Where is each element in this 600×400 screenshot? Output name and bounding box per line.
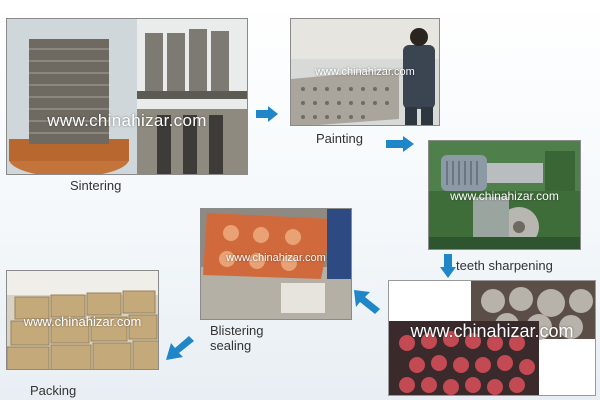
watermark: www.chinahizar.com [47, 111, 207, 130]
step-label-packing: Packing [30, 383, 77, 398]
watermark: www.chinahizar.com [23, 314, 142, 329]
teeth-sharpening-photo-art [429, 141, 580, 249]
watermark: www.chinahizar.com [450, 189, 559, 203]
arrow-right-icon [256, 106, 278, 122]
packing-photo: www.chinahizar.com [6, 270, 159, 370]
arrow-down-left-icon [166, 336, 194, 360]
packing-photo-art [7, 271, 158, 369]
watermark: www.chinahizar.com [315, 66, 415, 78]
arrow-right-icon [386, 136, 414, 152]
step-label-teeth-sharpening: teeth sharpening [456, 258, 553, 273]
diamond-discs-photo: www.chinahizar.com [388, 280, 596, 396]
step-label-painting: Painting [316, 131, 363, 146]
painting-photo-art [291, 19, 439, 125]
watermark: www.chinahizar.com [226, 252, 326, 264]
teeth-sharpening-photo: www.chinahizar.com [428, 140, 581, 250]
blistering-sealing-photo: www.chinahizar.com [200, 208, 352, 320]
step-label-blistering-sealing: Blistering sealing [210, 323, 264, 353]
blistering-sealing-photo-art [201, 209, 351, 319]
painting-photo: www.chinahizar.com [290, 18, 440, 126]
arrow-down-icon [440, 254, 456, 278]
sintering-photo-art [7, 19, 247, 174]
sintering-photo: www.chinahizar.com [6, 18, 248, 175]
step-label-sintering: Sintering [70, 178, 122, 193]
watermark: www.chinahizar.com [410, 321, 574, 341]
diamond-discs-photo-art [389, 281, 595, 395]
arrow-up-left-icon [354, 290, 380, 314]
